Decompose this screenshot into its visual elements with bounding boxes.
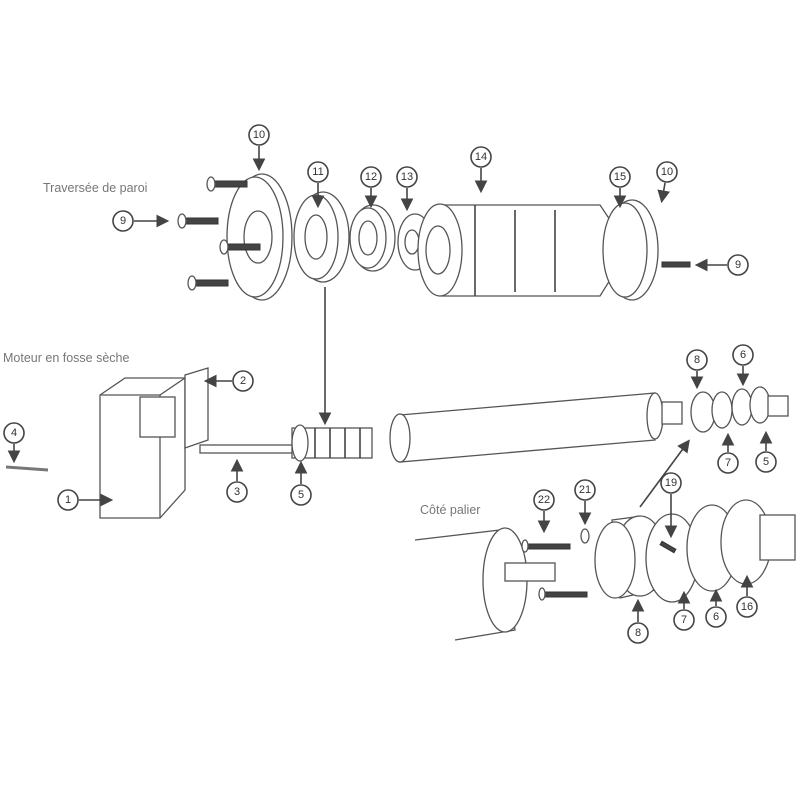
callout-circle <box>112 210 134 232</box>
callout-circle <box>574 479 596 501</box>
callout-5: 5 <box>290 460 312 506</box>
section-label-dry-pit-motor: Moteur en fosse sèche <box>3 351 130 365</box>
callout-5: 5 <box>755 430 777 473</box>
callout-number: 10 <box>661 166 673 178</box>
callout-9: 9 <box>112 210 170 232</box>
callout-circle <box>755 451 777 473</box>
callout-number: 10 <box>253 129 265 141</box>
callout-8: 8 <box>686 349 708 390</box>
callout-number: 9 <box>120 215 126 227</box>
callout-number: 12 <box>365 171 377 183</box>
callout-number: 6 <box>740 349 746 361</box>
callout-10: 10 <box>656 161 678 204</box>
callout-number: 19 <box>665 477 677 489</box>
shaft-3 <box>199 444 296 454</box>
callout-circle <box>290 484 312 506</box>
callout-21: 21 <box>574 479 596 526</box>
callout-4: 4 <box>3 422 25 464</box>
disc-16 <box>720 499 796 585</box>
end-parts-top <box>690 386 789 433</box>
callout-circle <box>57 489 79 511</box>
callout-number: 4 <box>11 427 17 439</box>
callout-number: 14 <box>475 151 487 163</box>
motor-bracket-2 <box>184 367 209 449</box>
wall-flange <box>226 173 293 301</box>
screws-22 <box>521 539 588 601</box>
callout-16: 16 <box>736 574 758 618</box>
callout-number: 16 <box>741 601 753 613</box>
callout-number: 13 <box>401 171 413 183</box>
connector-arrow-bearing <box>639 439 690 508</box>
callout-circle <box>705 606 727 628</box>
callout-circle <box>727 254 749 276</box>
bearing-tube <box>414 527 556 641</box>
callout-number: 1 <box>65 494 71 506</box>
callout-6: 6 <box>732 344 754 387</box>
callout-circle <box>656 161 678 183</box>
callout-number: 15 <box>614 171 626 183</box>
callout-number: 11 <box>312 166 323 178</box>
callout-15: 15 <box>609 166 631 209</box>
callout-number: 22 <box>538 494 550 506</box>
motor-box <box>99 377 186 519</box>
seal-ring-12 <box>349 204 396 272</box>
callout-10: 10 <box>248 124 270 172</box>
callout-number: 8 <box>694 354 700 366</box>
flange-screws <box>177 176 261 291</box>
callout-3: 3 <box>226 458 248 503</box>
callout-6: 6 <box>705 588 727 628</box>
callout-circle <box>226 481 248 503</box>
callout-8: 8 <box>627 598 649 644</box>
callout-circle <box>609 166 631 188</box>
callout-7: 7 <box>673 590 695 631</box>
callout-circle <box>470 146 492 168</box>
callout-circle <box>732 344 754 366</box>
screw-9-right <box>661 261 691 268</box>
callout-circle <box>533 489 555 511</box>
callout-number: 21 <box>579 484 591 496</box>
callout-14: 14 <box>470 146 492 194</box>
callout-circle <box>627 622 649 644</box>
callout-number: 3 <box>234 486 240 498</box>
callout-13: 13 <box>396 166 418 212</box>
callout-2: 2 <box>203 370 254 392</box>
callout-number: 5 <box>298 489 304 501</box>
callout-7: 7 <box>717 432 739 474</box>
callout-circle <box>3 422 25 444</box>
washer-21 <box>580 528 590 544</box>
callout-11: 11 <box>307 161 329 209</box>
callout-number: 9 <box>735 259 741 271</box>
callout-22: 22 <box>533 489 555 534</box>
callout-circle <box>686 349 708 371</box>
coupling-5 <box>291 424 373 462</box>
rod-4 <box>5 465 49 472</box>
callout-circle <box>248 124 270 146</box>
callout-number: 7 <box>681 614 687 626</box>
callout-19: 19 <box>660 472 682 539</box>
callout-circle <box>307 161 329 183</box>
callout-1: 1 <box>57 489 114 511</box>
section-label-wall-passage: Traversée de paroi <box>43 181 147 195</box>
sleeve-14 <box>417 203 611 297</box>
callout-number: 6 <box>713 611 719 623</box>
callout-circle <box>360 166 382 188</box>
callout-arrow <box>657 182 670 204</box>
callout-number: 5 <box>763 456 769 468</box>
callout-12: 12 <box>360 166 382 209</box>
callout-9: 9 <box>694 254 749 276</box>
callout-circle <box>673 609 695 631</box>
roller-tube <box>389 392 683 463</box>
plate-19 <box>645 513 699 603</box>
callout-circle <box>396 166 418 188</box>
seal-ring-11 <box>293 191 350 283</box>
section-label-bearing-side: Côté palier <box>420 503 480 517</box>
callout-number: 8 <box>635 627 641 639</box>
callout-circle <box>660 472 682 494</box>
flange-15 <box>602 199 659 301</box>
callout-number: 2 <box>240 375 246 387</box>
callout-circle <box>232 370 254 392</box>
callout-number: 7 <box>725 457 731 469</box>
callout-circle <box>717 452 739 474</box>
callout-circle <box>736 596 758 618</box>
